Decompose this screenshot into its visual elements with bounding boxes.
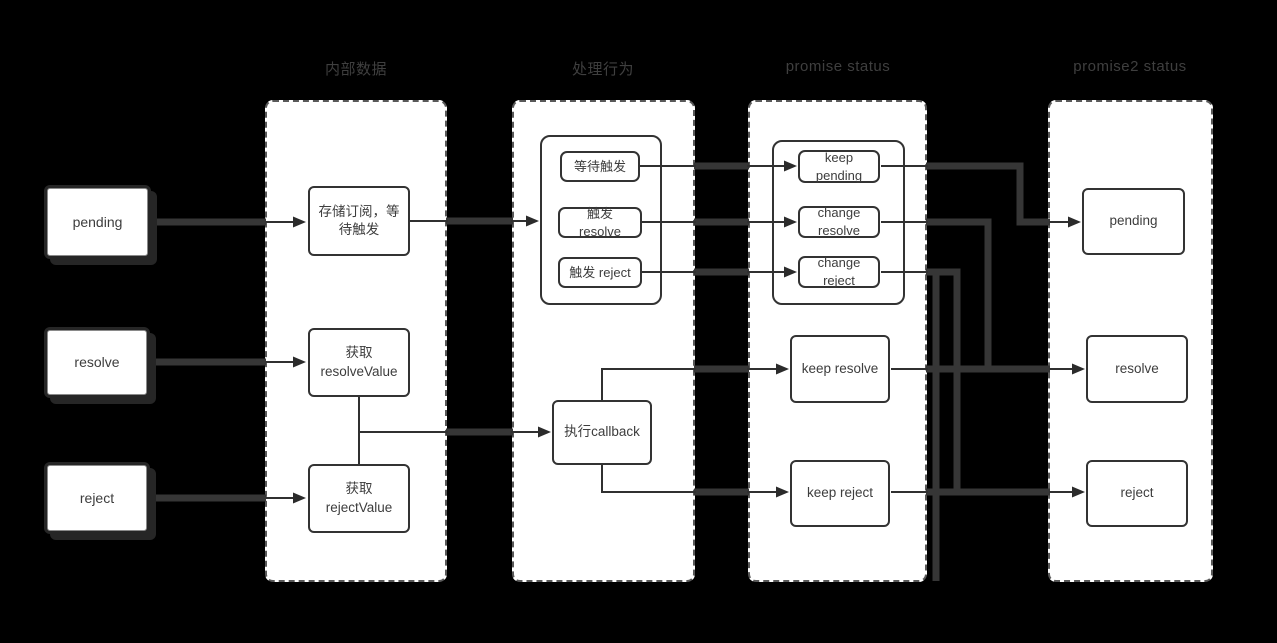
column-header-promise-status: promise status <box>785 58 891 75</box>
node-keep-resolve: keep resolve <box>790 335 890 403</box>
node-run-callback: 执行callback <box>552 400 652 465</box>
node-change-reject: change reject <box>798 255 880 288</box>
node-wait-trigger: 等待触发 <box>560 151 640 182</box>
edge-keeppending-to-pending2 <box>926 162 1050 226</box>
node-keep-reject: keep reject <box>790 460 890 527</box>
edge-changereject-to-reject2 <box>926 268 961 492</box>
column-header-behavior: 处理行为 <box>571 61 634 78</box>
node-pending-source: pending <box>47 188 148 256</box>
node-reject-source: reject <box>47 465 147 531</box>
column-header-promise2-status: promise2 status <box>1073 58 1187 75</box>
node-get-resolve-value: 获取 resolveValue <box>308 328 410 397</box>
node-keep-pending: keep pending <box>798 150 880 183</box>
node-store-subscribe: 存储订阅，等待触发 <box>308 186 410 256</box>
node-trigger-resolve: 触发 resolve <box>558 206 642 239</box>
node-change-resolve: change resolve <box>798 205 880 238</box>
node-reject-result: reject <box>1086 460 1188 527</box>
node-resolve-source: resolve <box>47 330 147 395</box>
node-trigger-reject: 触发 reject <box>558 257 642 288</box>
node-pending-result: pending <box>1082 188 1185 255</box>
edge-changeresolve-to-resolve2 <box>926 218 1050 373</box>
column-header-internal-data: 内部数据 <box>324 61 387 78</box>
node-resolve-result: resolve <box>1086 335 1188 403</box>
node-get-reject-value: 获取 rejectValue <box>308 464 410 533</box>
